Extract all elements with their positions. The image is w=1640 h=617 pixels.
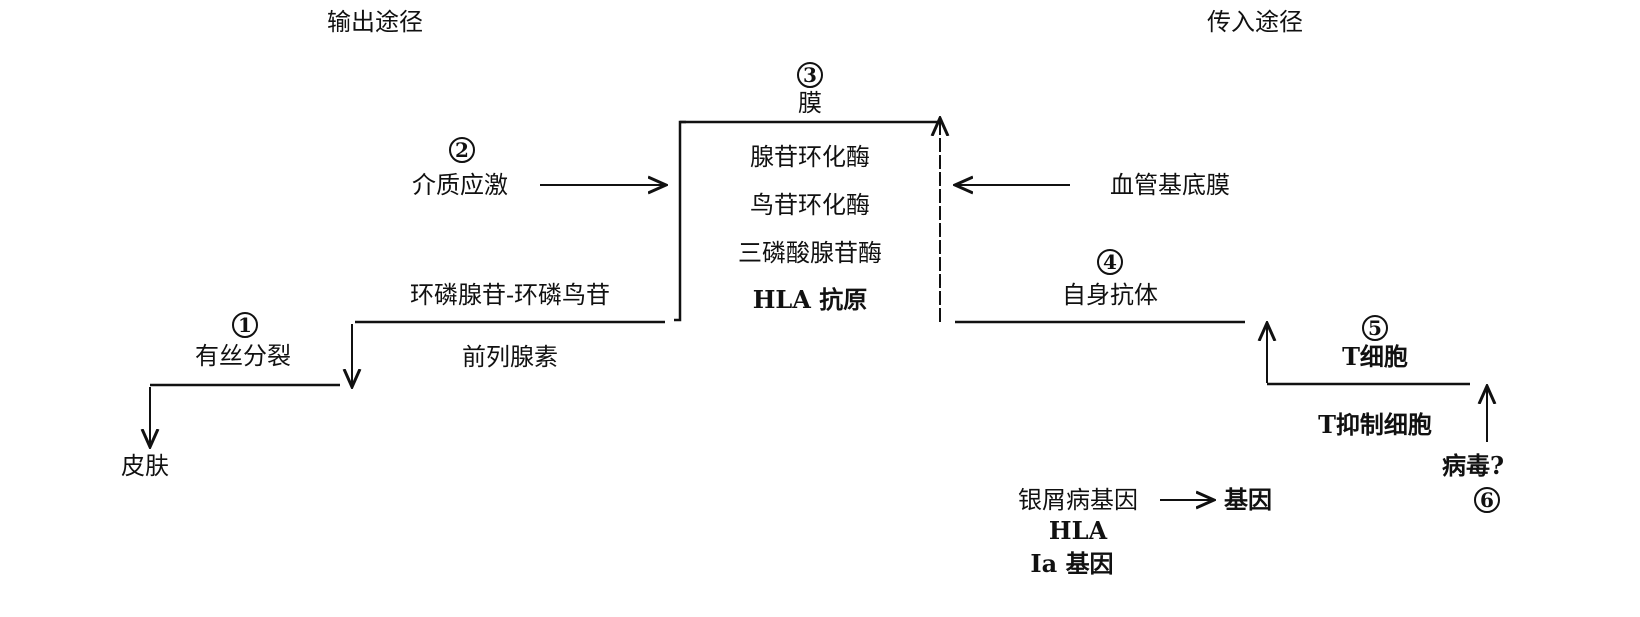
mitosis-label: 有丝分裂 xyxy=(195,342,291,370)
t-suppressor-label: T抑制细胞 xyxy=(1318,410,1432,439)
t-cell-label: T细胞 xyxy=(1342,342,1408,371)
marker-3: 3 xyxy=(797,62,823,88)
ia-gene-label: Ia 基因 xyxy=(1030,549,1114,578)
autoantibody-label: 自身抗体 xyxy=(1062,281,1158,309)
marker-2: 2 xyxy=(449,137,475,163)
membrane-item: HLA 抗原 xyxy=(752,285,868,314)
gene-label: 基因 xyxy=(1224,485,1272,514)
marker-5: 5 xyxy=(1362,315,1388,341)
marker-4: 4 xyxy=(1097,249,1123,275)
membrane-box-left-bracket xyxy=(674,120,686,322)
marker-6: 6 xyxy=(1474,487,1500,513)
mediator-stress-label: 介质应激 xyxy=(412,171,508,199)
marker-1: 1 xyxy=(232,312,258,338)
membrane-item: 三磷酸腺苷酶 xyxy=(738,239,882,267)
vascular-basement-membrane-label: 血管基底膜 xyxy=(1110,171,1230,199)
hla-label: HLA xyxy=(1048,516,1108,545)
membrane-label: 膜 xyxy=(798,89,822,117)
heading-output-pathway: 输出途径 xyxy=(327,8,423,36)
heading-input-pathway: 传入途径 xyxy=(1207,8,1303,36)
virus-label: 病毒? xyxy=(1441,451,1505,480)
prostaglandin-label: 前列腺素 xyxy=(462,343,558,371)
psoriasis-gene-label: 银屑病基因 xyxy=(1018,486,1138,514)
skin-label: 皮肤 xyxy=(121,452,169,480)
camp-cgmp-label: 环磷腺苷-环磷鸟苷 xyxy=(409,281,611,309)
membrane-item: 腺苷环化酶 xyxy=(750,143,870,171)
membrane-item: 鸟苷环化酶 xyxy=(750,191,870,219)
